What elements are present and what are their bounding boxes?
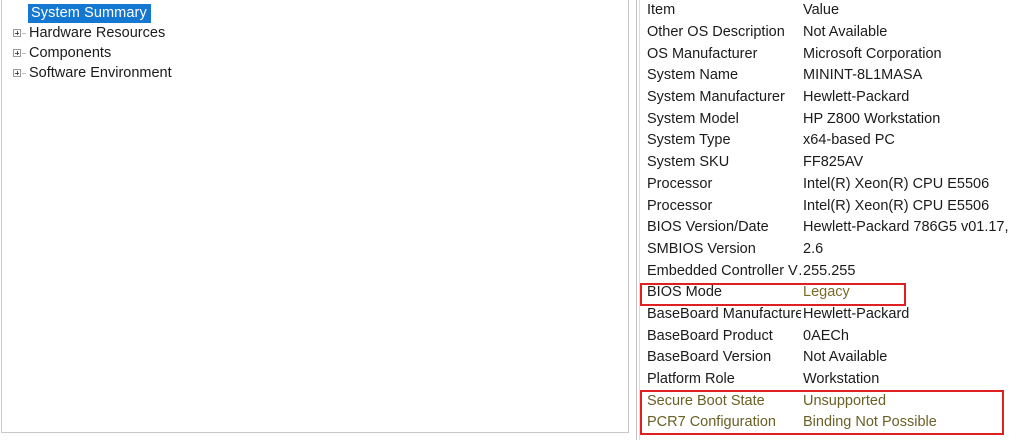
tree-item-components[interactable]: Components bbox=[2, 43, 628, 63]
expander-plus-vertical bbox=[16, 51, 18, 55]
cell-item: Other OS Description bbox=[647, 24, 785, 41]
table-row[interactable]: Other OS Description Not Available bbox=[641, 22, 1010, 44]
cell-item: Processor bbox=[647, 197, 713, 214]
cell-item: System Manufacturer bbox=[647, 89, 785, 106]
table-row[interactable]: SMBIOS Version 2.6 bbox=[641, 239, 1010, 261]
table-row[interactable]: Platform Role Workstation bbox=[641, 369, 1010, 391]
cell-value: Hewlett-Packard bbox=[803, 305, 910, 322]
cell-item: BaseBoard Product bbox=[647, 327, 773, 344]
cell-item: BIOS Mode bbox=[647, 284, 722, 301]
table-row[interactable]: Processor Intel(R) Xeon(R) CPU E5506 bbox=[641, 195, 1010, 217]
cell-value: Not Available bbox=[803, 24, 888, 41]
cell-value: 0AECh bbox=[803, 327, 849, 344]
tree-item-label: Components bbox=[29, 44, 112, 61]
cell-value: x64-based PC bbox=[803, 132, 895, 149]
table-row[interactable]: BIOS Mode Legacy bbox=[641, 282, 1010, 304]
table-row[interactable]: OS Manufacturer Microsoft Corporation bbox=[641, 43, 1010, 65]
expand-plus-icon[interactable] bbox=[10, 25, 26, 41]
cell-value: Unsupported bbox=[803, 392, 887, 409]
tree-indent-spacer bbox=[10, 5, 26, 21]
cell-item: System Model bbox=[647, 110, 739, 127]
table-row[interactable]: Processor Intel(R) Xeon(R) CPU E5506 bbox=[641, 174, 1010, 196]
tree-item-software-environment[interactable]: Software Environment bbox=[2, 63, 628, 83]
cell-item: PCR7 Configuration bbox=[647, 414, 776, 431]
cell-value: Hewlett-Packard bbox=[803, 89, 910, 106]
cell-value: HP Z800 Workstation bbox=[803, 110, 941, 127]
cell-value: Binding Not Possible bbox=[803, 414, 937, 431]
tree-root: System Summary Hardware Resources bbox=[2, 0, 628, 83]
column-header-item[interactable]: Item bbox=[647, 2, 676, 19]
expander-connector-line bbox=[22, 53, 26, 54]
cell-item: Processor bbox=[647, 175, 713, 192]
cell-value: 2.6 bbox=[803, 240, 824, 257]
column-header-value[interactable]: Value bbox=[803, 2, 840, 19]
cell-value: Workstation bbox=[803, 371, 880, 388]
cell-value: Not Available bbox=[803, 349, 888, 366]
table-row[interactable]: Embedded Controller V…255.255 bbox=[641, 260, 1010, 282]
expand-plus-icon[interactable] bbox=[10, 65, 26, 81]
expander-plus-vertical bbox=[16, 71, 18, 75]
cell-value: Intel(R) Xeon(R) CPU E5506 bbox=[803, 197, 990, 214]
cell-value: Hewlett-Packard 786G5 v01.17, 8/ bbox=[803, 219, 1010, 236]
tree-item-label: Hardware Resources bbox=[29, 24, 166, 41]
cell-item: System Name bbox=[647, 67, 739, 84]
table-row[interactable]: System Model HP Z800 Workstation bbox=[641, 108, 1010, 130]
tree-item-label: System Summary bbox=[28, 3, 151, 23]
expander-connector-line bbox=[22, 33, 26, 34]
cell-item: BaseBoard Version bbox=[647, 349, 772, 366]
tree-item-hardware-resources[interactable]: Hardware Resources bbox=[2, 23, 628, 43]
cell-value: Intel(R) Xeon(R) CPU E5506 bbox=[803, 175, 990, 192]
table-row[interactable]: PCR7 Configuration Binding Not Possible bbox=[641, 412, 1010, 434]
pane-splitter[interactable] bbox=[629, 0, 637, 440]
cell-value: MININT-8L1MASA bbox=[803, 67, 923, 84]
table-row[interactable]: System Type x64-based PC bbox=[641, 130, 1010, 152]
table-row[interactable]: System Name MININT-8L1MASA bbox=[641, 65, 1010, 87]
expander-connector-line bbox=[22, 73, 26, 74]
table-row[interactable]: Secure Boot State Unsupported bbox=[641, 390, 1010, 412]
cell-item: BIOS Version/Date bbox=[647, 219, 769, 236]
table-row[interactable]: BaseBoard Product 0AECh bbox=[641, 325, 1010, 347]
table-row[interactable]: System Manufacturer Hewlett-Packard bbox=[641, 87, 1010, 109]
cell-item: Platform Role bbox=[647, 371, 735, 388]
tree-item-label: Software Environment bbox=[29, 64, 172, 81]
cell-item: Secure Boot State bbox=[647, 392, 765, 409]
table-row[interactable]: System SKU FF825AV bbox=[641, 152, 1010, 174]
cell-value: Microsoft Corporation bbox=[803, 45, 942, 62]
table-row[interactable]: BaseBoard Version Not Available bbox=[641, 347, 1010, 369]
table-row[interactable]: BIOS Version/Date Hewlett-Packard 786G5 v… bbox=[641, 217, 1010, 239]
expander-plus-vertical bbox=[16, 31, 18, 35]
cell-value: 255.255 bbox=[803, 262, 856, 279]
cell-item: OS Manufacturer bbox=[647, 45, 758, 62]
cell-item: System SKU bbox=[647, 154, 730, 171]
system-summary-tree-pane[interactable]: System Summary Hardware Resources bbox=[1, 0, 629, 433]
cell-value: FF825AV bbox=[803, 154, 864, 171]
expand-plus-icon[interactable] bbox=[10, 45, 26, 61]
cell-item: Embedded Controller V… bbox=[647, 262, 801, 279]
tree-item-system-summary[interactable]: System Summary bbox=[2, 3, 628, 23]
cell-value: Legacy bbox=[803, 284, 850, 301]
cell-item: SMBIOS Version bbox=[647, 240, 756, 257]
cell-item: System Type bbox=[647, 132, 731, 149]
cell-item: BaseBoard Manufacturer bbox=[647, 305, 801, 322]
grid-header-row: Item Value bbox=[641, 0, 1010, 22]
